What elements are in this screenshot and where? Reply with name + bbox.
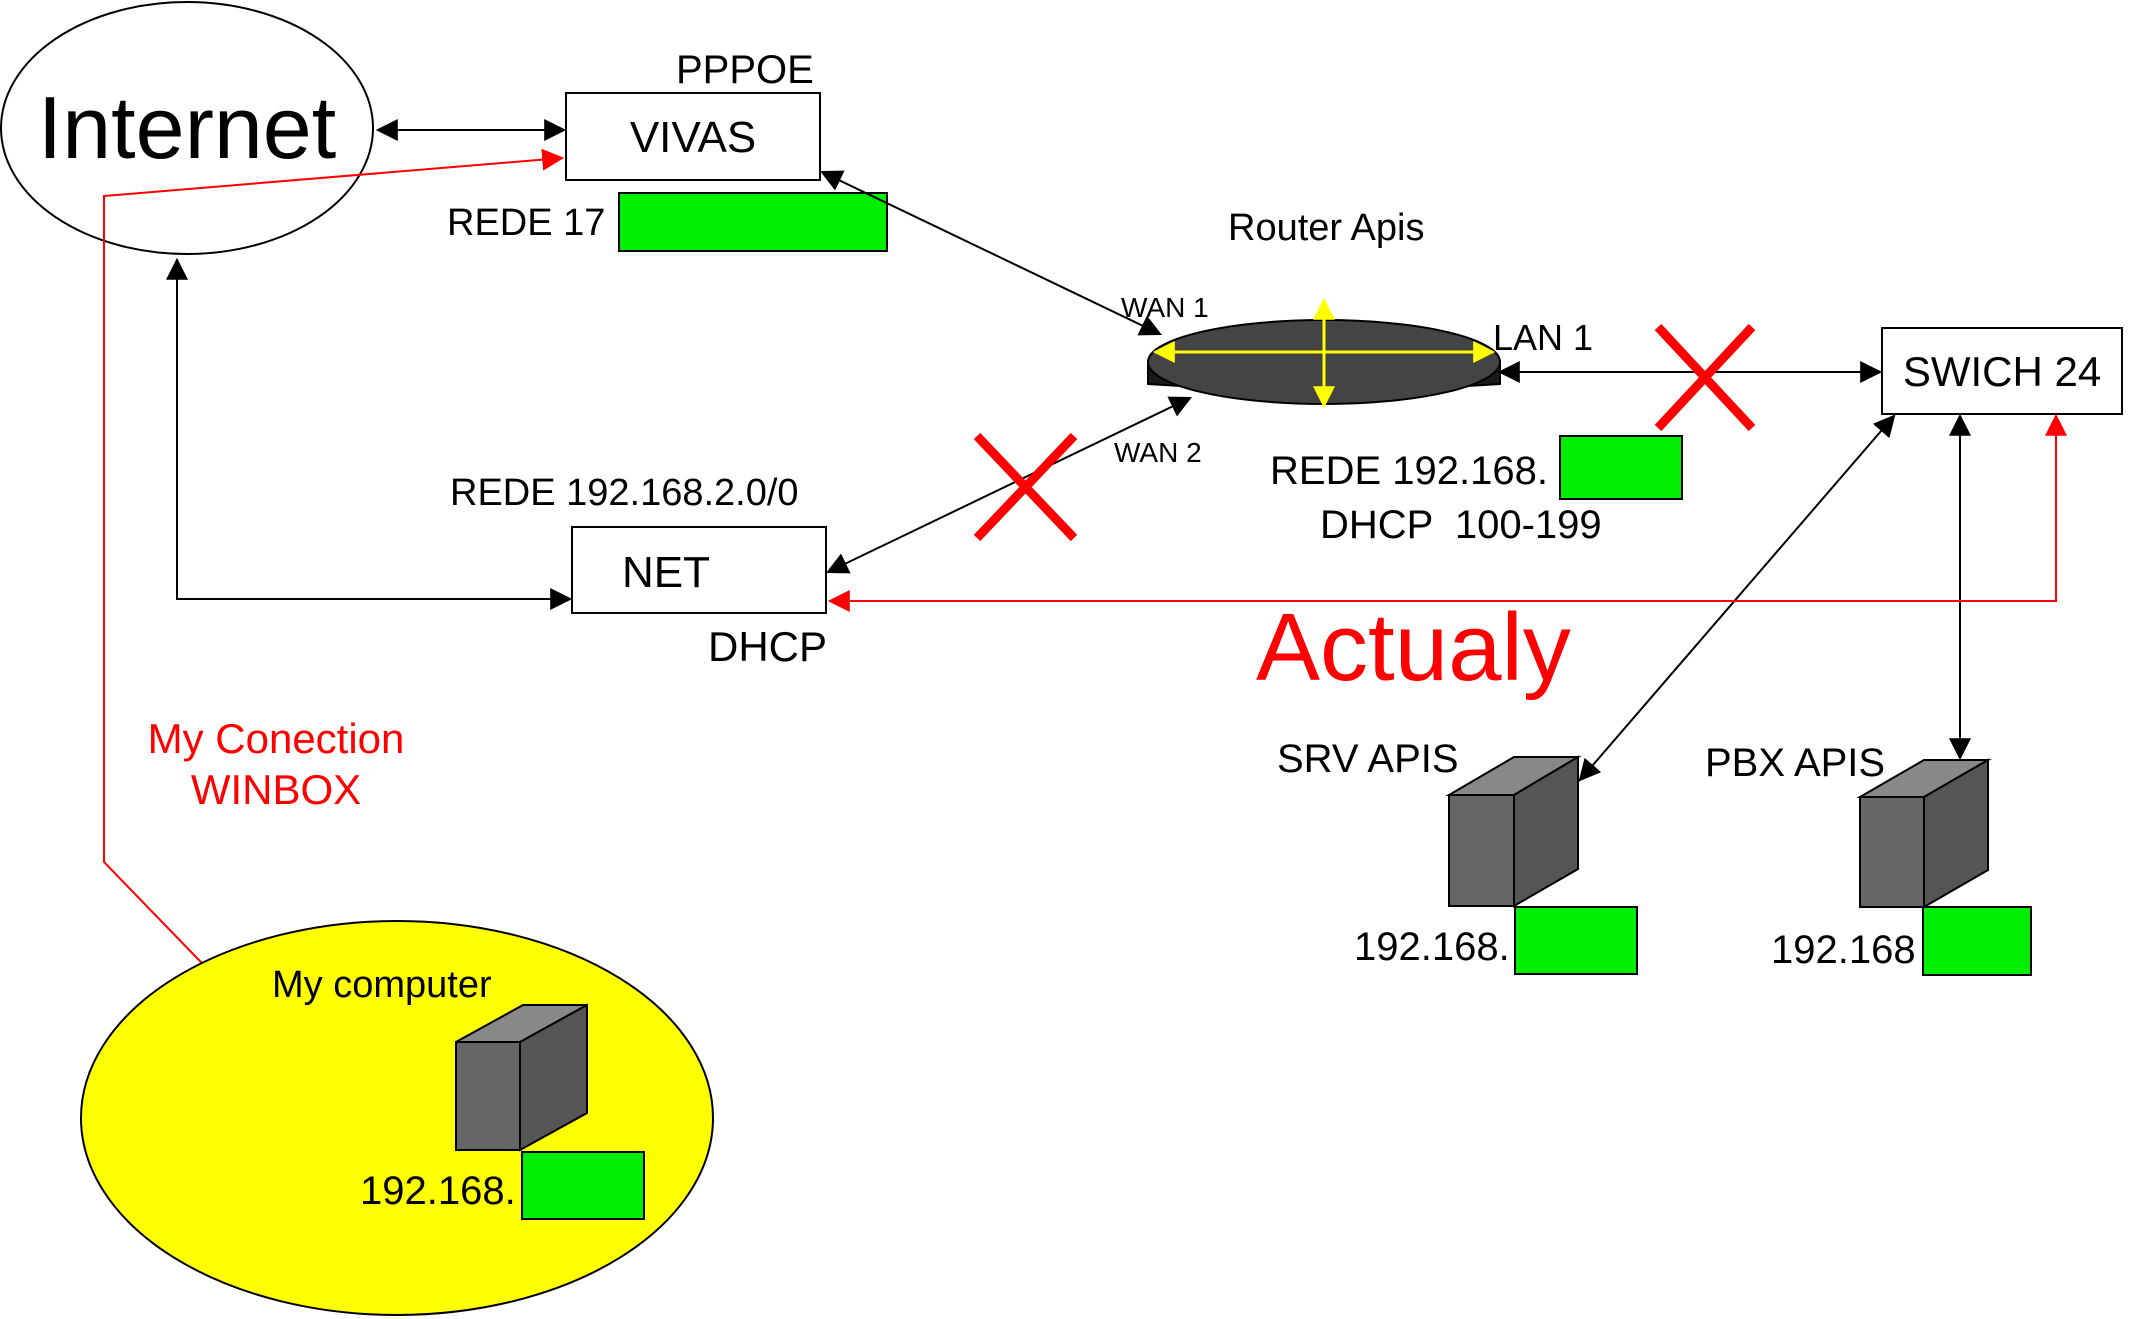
net-network-label: REDE 192.168.2.0/0 (450, 472, 799, 514)
pbx-label: PBX APIS (1705, 741, 1885, 785)
vivas-box (565, 92, 821, 181)
my-computer-ip-label: 192.168. (360, 1169, 516, 1213)
internet-label: Internet (38, 78, 336, 177)
broken-link-x-icon (973, 432, 1078, 542)
router-title: Router Apis (1228, 207, 1424, 249)
my-computer-label: My computer (272, 964, 492, 1006)
vivas-node: PPPOE VIVAS REDE 17 (447, 48, 888, 252)
srv-ip-label: 192.168. (1354, 925, 1510, 969)
my-computer-node: My computer 192.168. (80, 920, 714, 1316)
router-dhcp-label: DHCP 100-199 (1320, 503, 1602, 547)
router-wan1-label: WAN 1 (1121, 292, 1209, 323)
router-apis-node: Router Apis WAN 1 WAN 2 LAN 1 REDE 192.1… (1114, 207, 1683, 547)
link-vivas-router-wan1 (820, 170, 1162, 336)
link-winbox-connection (103, 148, 565, 990)
switch-label: SWICH 24 (1903, 348, 2101, 395)
computer-icon (455, 1003, 588, 1152)
actualy-label: Actualy (1256, 594, 1571, 701)
link-internet-net (166, 257, 573, 610)
winbox-label-line1: My Conection (148, 715, 405, 762)
vivas-network-label: REDE 17 (447, 202, 605, 244)
vivas-label: VIVAS (630, 113, 756, 162)
router-network-label: REDE 192.168. (1270, 449, 1548, 493)
srv-apis-node: SRV APIS 192.168. (1277, 737, 1638, 975)
switch-node: SWICH 24 (1881, 327, 2123, 415)
pbx-apis-node: PBX APIS 192.168 (1705, 741, 2032, 976)
winbox-label-line2: WINBOX (191, 766, 361, 813)
vivas-ip-field (618, 192, 888, 252)
switch-box (1881, 327, 2123, 415)
my-computer-ip-field (521, 1151, 645, 1220)
router-wan2-label: WAN 2 (1114, 437, 1202, 468)
vivas-protocol-label: PPPOE (676, 48, 814, 92)
server-icon (1445, 755, 1582, 908)
net-dhcp-label: DHCP (708, 623, 827, 670)
link-actual-net-switch (827, 413, 2067, 612)
broken-link-x-icon (1654, 323, 1756, 432)
router-lan1-label: LAN 1 (1493, 317, 1593, 358)
srv-ip-field (1514, 906, 1638, 975)
pbx-ip-field (1922, 906, 2032, 976)
router-ip-field (1559, 435, 1683, 500)
net-node: REDE 192.168.2.0/0 NET DHCP (450, 472, 827, 670)
net-label: NET (622, 548, 710, 597)
internet-node: Internet (0, 1, 374, 255)
srv-label: SRV APIS (1277, 737, 1459, 781)
link-net-router-wan2 (826, 396, 1192, 574)
pbx-server-icon (1856, 758, 1992, 909)
pbx-ip-label: 192.168 (1771, 928, 1916, 972)
